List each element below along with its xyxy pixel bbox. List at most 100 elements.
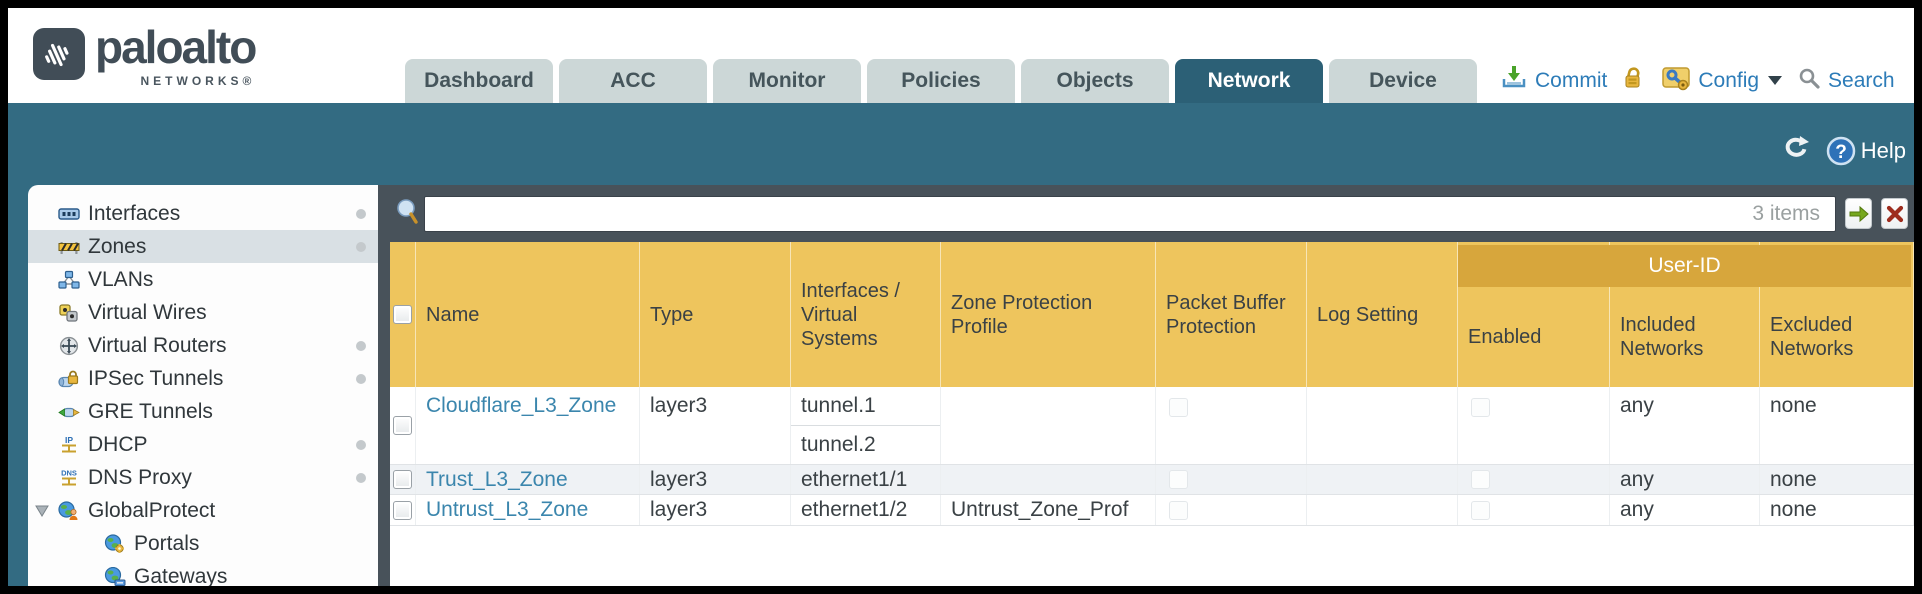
excluded-networks-cell: none <box>1760 387 1914 464</box>
excluded-networks-cell: none <box>1760 465 1914 494</box>
interface-item: tunnel.2 <box>791 426 940 464</box>
lock-icon[interactable] <box>1620 65 1646 96</box>
globalprotect-icon <box>56 500 82 521</box>
sidebar-item-virtual-routers[interactable]: Virtual Routers <box>28 329 378 362</box>
sidebar-item-portals[interactable]: Portals <box>28 527 378 560</box>
filter-input[interactable] <box>424 195 1836 232</box>
zones-icon <box>56 237 82 257</box>
sidebar-item-zones[interactable]: Zones <box>28 230 378 263</box>
row-checkbox[interactable] <box>393 500 412 520</box>
commit-icon[interactable] <box>1500 64 1528 97</box>
column-header-interfaces: Interfaces / Virtual Systems <box>791 242 941 387</box>
help-label: Help <box>1860 137 1906 163</box>
config-caret-icon[interactable] <box>1768 76 1783 85</box>
sidebar-item-gateways[interactable]: Gateways <box>28 560 378 586</box>
packet-buffer-protection-checkbox[interactable] <box>1169 398 1188 417</box>
top-actions: Commit Config <box>1500 58 1895 103</box>
dns-proxy-icon: DNS <box>56 468 82 488</box>
sidebar: Interfaces Zones <box>28 185 378 586</box>
table-header: User-ID Name Type Interfaces / Virtual S… <box>390 242 1914 387</box>
user-id-enabled-checkbox[interactable] <box>1471 500 1490 520</box>
zone-type-cell: layer3 <box>640 465 791 494</box>
sidebar-item-label: DNS Proxy <box>88 465 192 489</box>
zone-interfaces-cell: ethernet1/1 <box>791 465 941 494</box>
sidebar-item-virtual-wires[interactable]: Virtual Wires <box>28 296 378 329</box>
column-header-enabled: Enabled <box>1458 242 1610 387</box>
status-dot <box>356 440 366 450</box>
zone-name-link[interactable]: Cloudflare_L3_Zone <box>426 394 617 417</box>
sidebar-item-interfaces[interactable]: Interfaces <box>28 197 378 230</box>
tab-acc[interactable]: ACC <box>559 59 707 103</box>
tab-monitor[interactable]: Monitor <box>713 59 861 103</box>
items-count: 3 items <box>1752 201 1820 225</box>
table-row: Cloudflare_L3_Zone layer3 tunnel.1 tunne… <box>390 387 1914 465</box>
sidebar-content-divider <box>378 185 390 586</box>
sidebar-item-vlans[interactable]: VLANs <box>28 263 378 296</box>
user-id-enabled-checkbox[interactable] <box>1471 398 1490 417</box>
filter-bar: 3 items <box>390 185 1914 242</box>
sidebar-item-label: Portals <box>134 531 200 555</box>
status-dot <box>356 209 366 219</box>
zone-name-link[interactable]: Untrust_L3_Zone <box>426 498 589 521</box>
filter-search-icon <box>394 196 420 231</box>
help-icon: ? <box>1826 136 1855 165</box>
user-id-enabled-checkbox[interactable] <box>1471 470 1490 489</box>
sidebar-item-label: Zones <box>88 234 147 258</box>
refresh-icon[interactable] <box>1781 134 1811 167</box>
content-area: 3 items User-ID Name Type Interfaces / V… <box>390 185 1914 586</box>
gre-tunnels-icon <box>56 402 82 422</box>
zone-interfaces-cell: ethernet1/2 <box>791 495 941 525</box>
gateways-icon <box>102 566 128 587</box>
search-icon[interactable] <box>1797 66 1821 95</box>
expand-caret-icon[interactable] <box>28 504 56 518</box>
packet-buffer-protection-checkbox[interactable] <box>1169 500 1188 520</box>
interfaces-icon <box>56 204 82 224</box>
sidebar-item-globalprotect[interactable]: GlobalProtect <box>28 494 378 527</box>
zone-interfaces-cell: tunnel.1 tunnel.2 <box>791 387 941 464</box>
config-icon[interactable] <box>1661 64 1691 97</box>
log-setting-cell <box>1307 495 1458 525</box>
banner-actions: ? Help <box>1781 134 1906 167</box>
tab-dashboard[interactable]: Dashboard <box>405 59 553 103</box>
sidebar-item-ipsec-tunnels[interactable]: IPSec Tunnels <box>28 362 378 395</box>
help-button[interactable]: ? Help <box>1825 135 1906 167</box>
status-dot <box>356 374 366 384</box>
table-row: Trust_L3_Zone layer3 ethernet1/1 any non… <box>390 465 1914 495</box>
excluded-networks-cell: none <box>1760 495 1914 525</box>
table-row: Untrust_L3_Zone layer3 ethernet1/2 Untru… <box>390 495 1914 526</box>
log-setting-cell <box>1307 465 1458 494</box>
tab-device[interactable]: Device <box>1329 59 1477 103</box>
svg-text:DNS: DNS <box>61 468 77 477</box>
clear-filter-button[interactable] <box>1881 198 1908 229</box>
log-setting-cell <box>1307 387 1458 464</box>
config-button[interactable]: Config <box>1698 68 1760 92</box>
sidebar-item-dns-proxy[interactable]: DNS DNS Proxy <box>28 461 378 494</box>
zone-name-link[interactable]: Trust_L3_Zone <box>426 467 568 491</box>
column-header-zone-protection-profile: Zone Protection Profile <box>941 242 1156 387</box>
sidebar-item-label: DHCP <box>88 432 148 456</box>
tab-policies[interactable]: Policies <box>867 59 1015 103</box>
column-header-log-setting: Log Setting <box>1307 242 1458 387</box>
column-header-type: Type <box>640 242 791 387</box>
zone-type-cell: layer3 <box>640 387 791 464</box>
tab-network[interactable]: Network <box>1175 59 1323 103</box>
packet-buffer-protection-checkbox[interactable] <box>1169 470 1188 489</box>
brand-subtitle: NETWORKS® <box>140 74 256 88</box>
sidebar-item-label: GRE Tunnels <box>88 399 213 423</box>
column-header-name: Name <box>416 242 640 387</box>
apply-filter-button[interactable] <box>1845 198 1872 229</box>
sidebar-item-label: Interfaces <box>88 201 181 225</box>
sidebar-item-dhcp[interactable]: IP DHCP <box>28 428 378 461</box>
sidebar-item-gre-tunnels[interactable]: GRE Tunnels <box>28 395 378 428</box>
sidebar-item-label: Virtual Routers <box>88 333 227 357</box>
status-dot <box>356 341 366 351</box>
row-checkbox[interactable] <box>393 470 412 489</box>
row-checkbox[interactable] <box>393 416 412 435</box>
search-button[interactable]: Search <box>1828 68 1895 92</box>
select-all-checkbox[interactable] <box>393 305 412 324</box>
main-nav-tabs: Dashboard ACC Monitor Policies Objects N… <box>405 59 1477 103</box>
sidebar-item-label: Virtual Wires <box>88 300 207 324</box>
tab-objects[interactable]: Objects <box>1021 59 1169 103</box>
zone-type-cell: layer3 <box>640 495 791 525</box>
commit-button[interactable]: Commit <box>1535 68 1608 92</box>
